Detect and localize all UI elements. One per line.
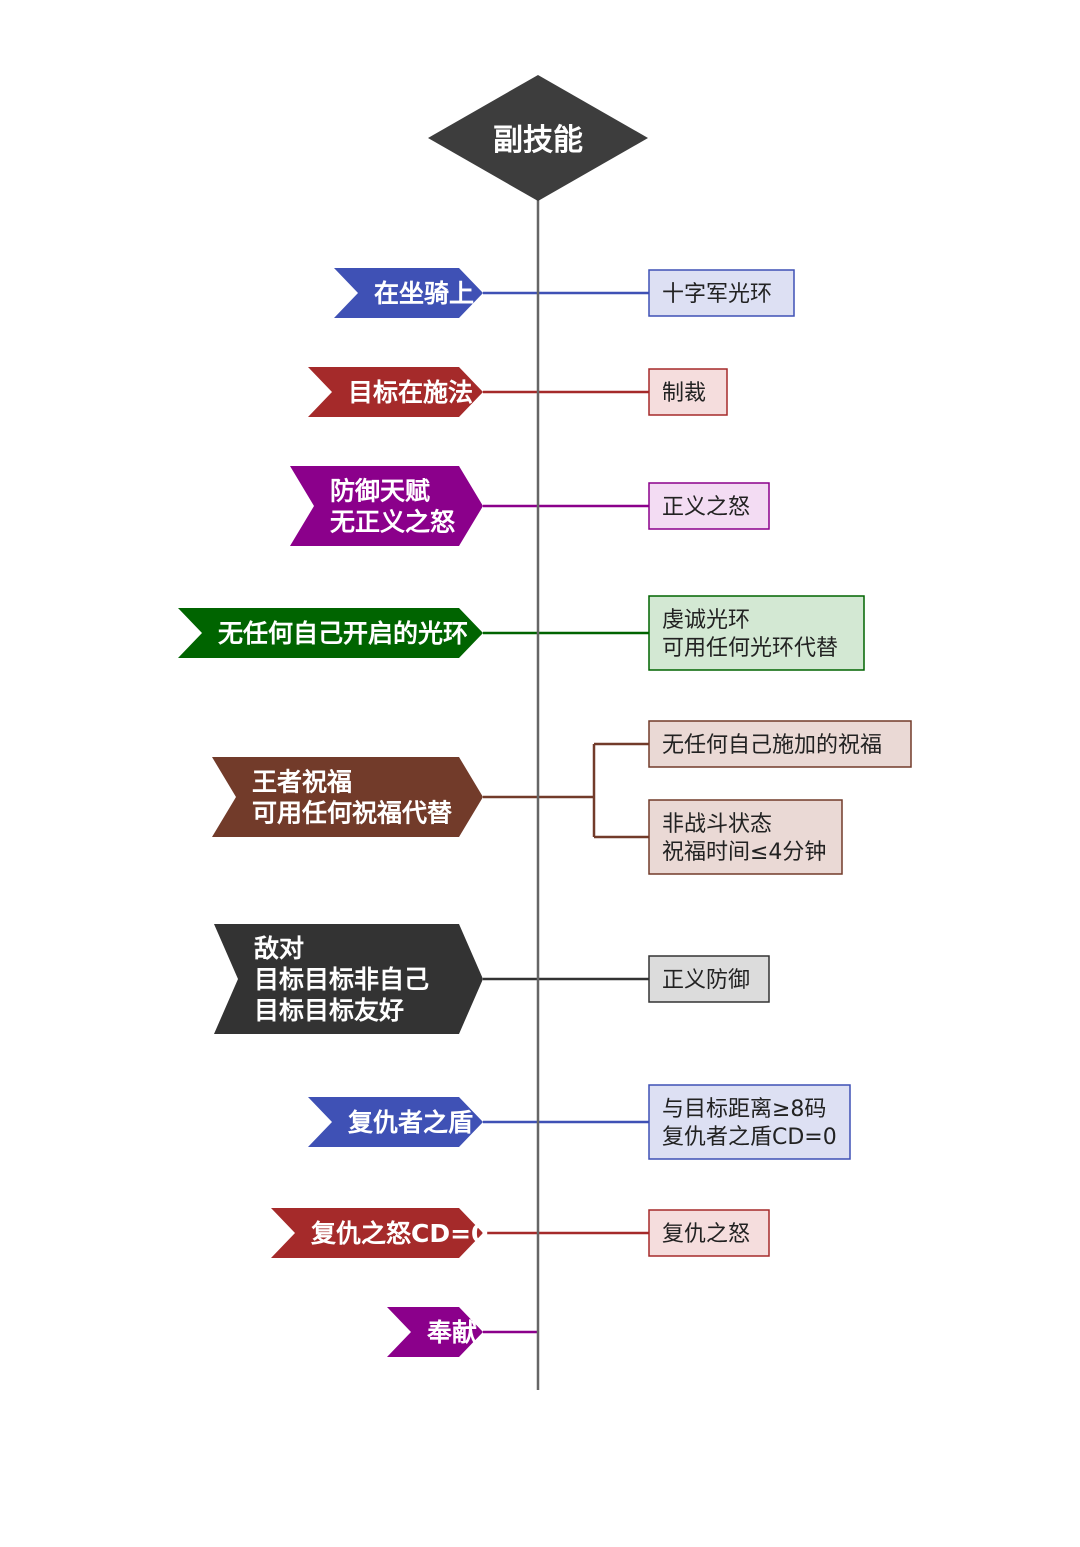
result-label: 祝福时间≤4分钟	[662, 840, 826, 865]
result-box-1-1	[648, 269, 795, 317]
result-box-4-1	[648, 595, 865, 671]
condition-label: 奉献	[426, 1318, 477, 1347]
condition-label: 目标在施法	[348, 378, 473, 407]
result-label: 与目标距离≥8码	[662, 1097, 826, 1122]
result-label: 可用任何光环代替	[662, 636, 838, 661]
root-node: 副技能	[428, 75, 648, 201]
result-box-layer: 十字军光环制裁正义之怒虔诚光环可用任何光环代替无任何自己施加的祝福非战斗状态祝福…	[648, 269, 912, 1257]
result-label: 正义防御	[662, 968, 750, 993]
connector-layer	[483, 291, 649, 1334]
condition-tag-1	[334, 268, 483, 318]
condition-label: 复仇者之盾	[348, 1108, 473, 1137]
result-label: 非战斗状态	[662, 812, 772, 837]
result-label: 复仇者之盾CD=0	[662, 1125, 837, 1150]
condition-tag-9	[387, 1307, 483, 1357]
condition-tag-8	[271, 1208, 483, 1258]
root-label: 副技能	[493, 123, 583, 158]
condition-label: 无任何自己开启的光环	[218, 619, 468, 648]
result-box-3-1	[648, 482, 770, 530]
result-label: 复仇之怒	[662, 1222, 750, 1247]
condition-label: 目标目标友好	[254, 996, 404, 1025]
condition-tag-6	[214, 924, 483, 1034]
condition-label: 目标目标非自己	[254, 965, 429, 994]
condition-label: 可用任何祝福代替	[252, 799, 452, 828]
condition-label: 无正义之怒	[330, 508, 455, 537]
condition-tag-2	[308, 367, 483, 417]
condition-label: 复仇之怒CD=0	[311, 1219, 488, 1248]
result-box-5-1	[648, 720, 912, 768]
condition-label: 敌对	[254, 934, 304, 963]
result-label: 制裁	[662, 381, 706, 406]
condition-label: 防御天赋	[330, 477, 430, 506]
condition-tag-3	[290, 466, 483, 546]
result-label: 正义之怒	[662, 495, 750, 520]
result-label: 十字军光环	[662, 282, 772, 307]
result-label: 无任何自己施加的祝福	[662, 733, 882, 758]
condition-tag-4	[178, 608, 483, 658]
condition-tag-5	[212, 757, 483, 837]
condition-tag-7	[308, 1097, 483, 1147]
result-box-8-1	[648, 1209, 770, 1257]
root-diamond	[428, 75, 648, 201]
condition-label: 在坐骑上	[374, 279, 474, 308]
result-label: 虔诚光环	[662, 608, 750, 633]
result-box-5-2	[648, 799, 843, 875]
condition-tag-layer: 在坐骑上目标在施法防御天赋无正义之怒无任何自己开启的光环王者祝福可用任何祝福代替…	[178, 268, 488, 1357]
result-box-2-1	[648, 368, 728, 416]
condition-label: 王者祝福	[252, 768, 352, 797]
result-box-6-1	[648, 955, 770, 1003]
result-box-7-1	[648, 1084, 851, 1160]
